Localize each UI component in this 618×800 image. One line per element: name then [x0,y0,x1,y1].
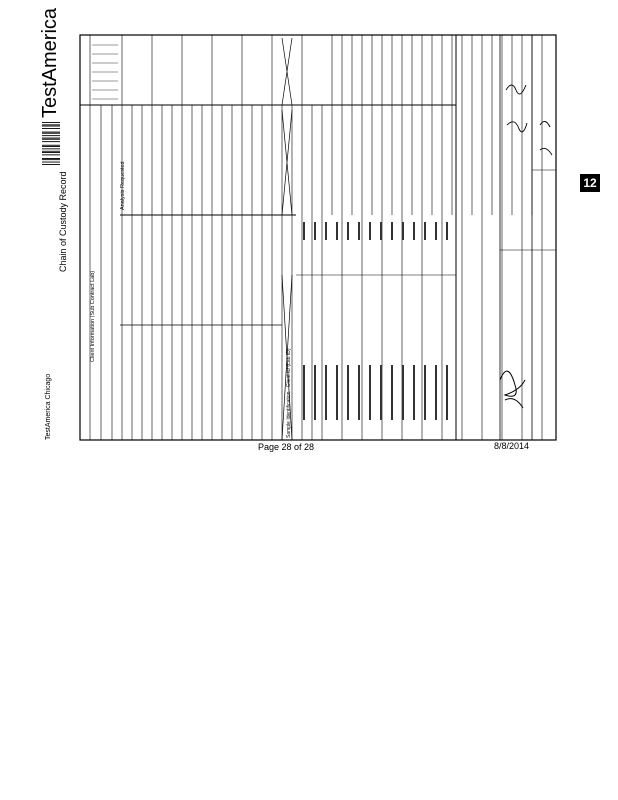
barcode-bar [42,148,60,150]
matrix-text [358,222,360,240]
section-tab-badge: 12 [580,174,600,192]
matrix-text [380,222,382,240]
handwritten-entries [505,84,553,156]
barcode-bar [42,154,60,156]
sample-id-text [369,365,371,420]
barcode-bar [42,146,60,147]
barcode-bar [42,125,60,127]
client-info-header: Client Information (Sub Contract Lab) [90,271,96,362]
matrix-text [413,222,415,240]
barcode-bar [42,132,60,134]
barcode-bar [42,124,60,126]
analysis-requested-header: Analysis Requested [120,161,126,210]
barcode-bar [42,161,60,163]
barcode-bar [42,158,60,159]
barcode-bar [42,128,60,129]
page-number: Page 28 of 28 [258,442,315,452]
matrix-text [336,222,338,240]
matrix-text [424,222,426,240]
barcode-bar [42,159,60,161]
lab-name: TestAmerica Chicago [45,374,52,440]
testamerica-logo: TestAmerica [39,7,61,118]
barcode-bar [42,164,60,165]
barcode-bar [42,141,60,143]
sample-id-text [347,365,349,420]
barcode-bar [42,131,60,133]
relinquished-signature [499,370,526,409]
barcode-bar [42,150,60,152]
matrix-text [391,222,393,240]
matrix-text [303,222,305,240]
matrix-text [325,222,327,240]
sample-id-text [358,365,360,420]
sample-id-text [336,365,338,420]
matrix-text [402,222,404,240]
void-cross-marks [281,37,293,441]
sample-id-text [402,365,404,420]
barcode-bar [42,144,60,146]
matrix-text [446,222,448,240]
form-title: Chain of Custody Record [58,171,68,272]
barcode-bar [42,138,60,140]
sample-id-text [303,365,305,420]
barcode-bar [42,135,60,137]
barcode-bar [42,122,60,123]
matrix-text [435,222,437,240]
sample-id-text [413,365,415,420]
sample-id-text [424,365,426,420]
matrix-text [347,222,349,240]
sample-id-text [446,365,448,420]
barcode-bar [42,137,60,139]
form-frame [79,34,557,441]
sample-id-text [380,365,382,420]
sample-id-text [325,365,327,420]
form-grid [80,35,556,440]
footer-date: 8/8/2014 [494,441,530,451]
sample-id-text [435,365,437,420]
sample-id-text [391,365,393,420]
sample-id-text [314,365,316,420]
matrix-text [314,222,316,240]
matrix-text [369,222,371,240]
barcode [42,122,60,165]
barcode-bar [42,152,60,153]
